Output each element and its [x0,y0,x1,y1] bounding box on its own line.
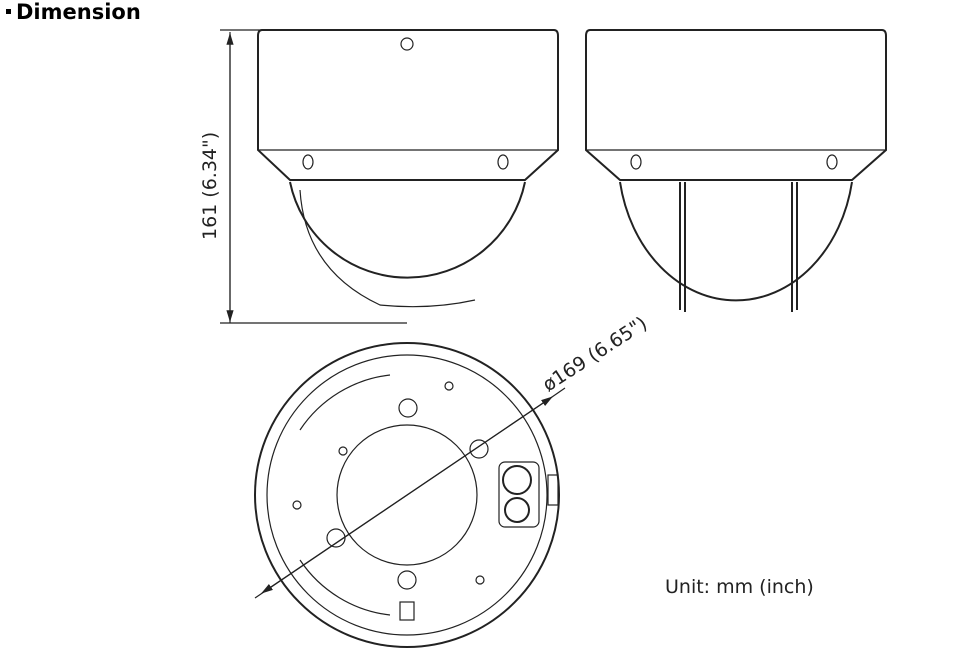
front-view [585,29,887,312]
side-view: 161 (6.34") [199,29,559,324]
height-label: 161 (6.34") [199,132,221,240]
bottom-view: ø169 (6.65") [254,312,651,648]
diameter-label: ø169 (6.65") [539,312,651,396]
section-title-text: Dimension [16,0,141,24]
bullet-icon [6,8,11,14]
section-title: Dimension [6,0,141,24]
unit-label: Unit: mm (inch) [665,576,814,598]
